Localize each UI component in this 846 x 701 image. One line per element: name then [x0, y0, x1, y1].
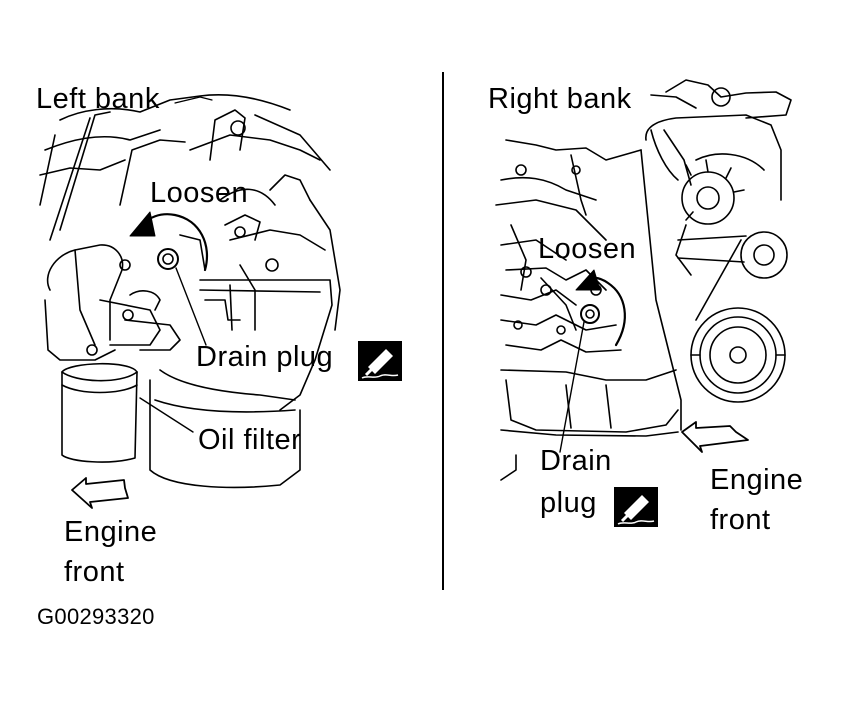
right-loosen-label: Loosen: [538, 233, 637, 265]
wrench-service-icon: [614, 487, 658, 527]
left-drain-plug-label: Drain plug: [196, 341, 334, 373]
right-engine-drawing: [495, 79, 792, 481]
left-engine-front-label-line1: Engine: [64, 516, 158, 548]
right-engine-front-label-line1: Engine: [710, 464, 804, 496]
right-drain-plug-label-line2: plug: [540, 487, 597, 519]
left-engine-drawing: [39, 93, 341, 509]
left-bank-label: Left bank: [36, 83, 160, 115]
left-oil-filter-label: Oil filter: [198, 424, 302, 456]
left-engine-front-label-line2: front: [64, 556, 125, 588]
left-bank-panel: Left bank Loosen Drain plug Oil filter E…: [0, 0, 440, 600]
panel-divider: [442, 72, 444, 590]
right-drain-plug-label-line1: Drain: [540, 445, 612, 477]
right-bank-panel: Right bank Loosen Drain plug Engine fron…: [446, 0, 846, 600]
left-loosen-label: Loosen: [150, 177, 249, 209]
right-bank-label: Right bank: [488, 83, 632, 115]
figure-id: G00293320: [37, 604, 155, 629]
wrench-service-icon: [358, 341, 402, 381]
right-engine-front-label-line2: front: [710, 504, 771, 536]
